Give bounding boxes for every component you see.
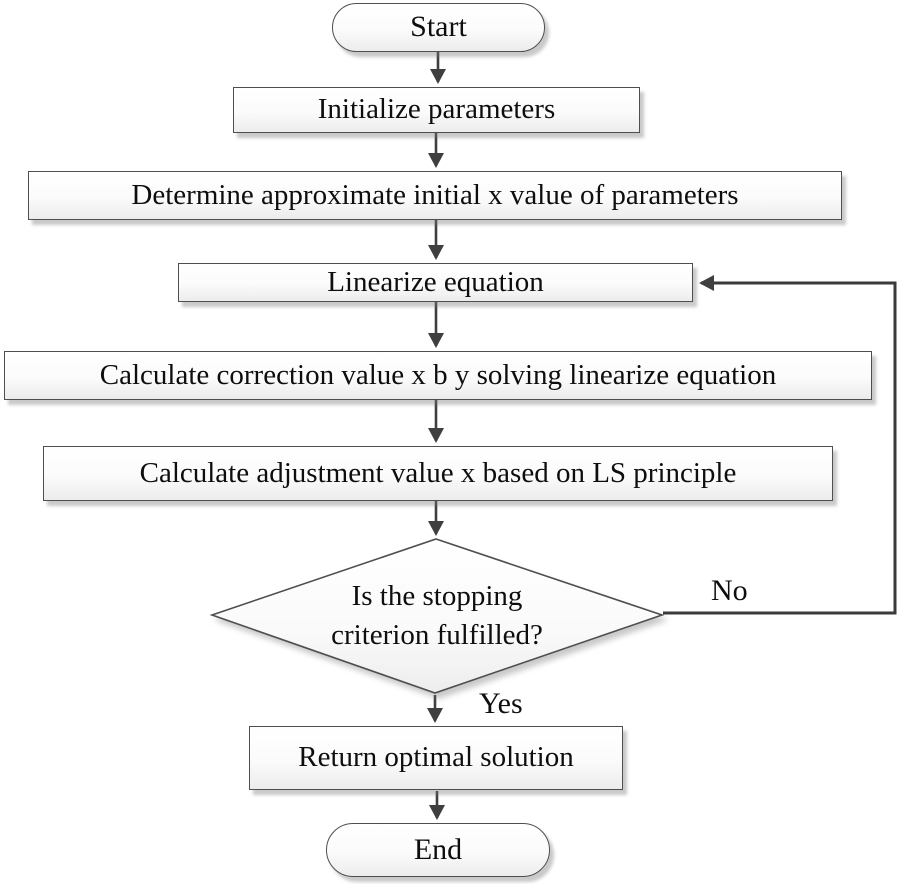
node-return-optimal-solution: Return optimal solution	[249, 726, 623, 790]
node-decision-stopping-criterion: Is the stopping criterion fulfilled?	[208, 535, 666, 697]
node-linearize-equation: Linearize equation	[178, 263, 693, 302]
node-linearize-equation-label: Linearize equation	[327, 265, 544, 298]
node-calculate-correction-value: Calculate correction value x b y solving…	[4, 351, 872, 400]
decision-question-line2: criterion fulfilled?	[331, 619, 543, 651]
node-initialize-parameters: Initialize parameters	[233, 87, 640, 133]
node-calculate-correction-value-label: Calculate correction value x b y solving…	[99, 358, 777, 391]
branch-label-no: No	[711, 574, 748, 607]
node-start: Start	[332, 3, 545, 52]
decision-question-text: Is the stopping criterion fulfilled?	[208, 535, 666, 697]
node-determine-initial-value: Determine approximate initial x value of…	[28, 171, 842, 220]
decision-diamond-shape	[209, 538, 665, 694]
node-initialize-parameters-label: Initialize parameters	[317, 93, 556, 126]
branch-label-yes: Yes	[479, 687, 523, 720]
node-calculate-adjustment-value-label: Calculate adjustment value x based on LS…	[139, 456, 737, 489]
node-end: End	[326, 823, 550, 877]
node-start-label: Start	[410, 10, 467, 44]
node-determine-initial-value-label: Determine approximate initial x value of…	[131, 178, 739, 211]
node-return-optimal-solution-label: Return optimal solution	[298, 741, 574, 774]
node-end-label: End	[413, 832, 463, 866]
node-calculate-adjustment-value: Calculate adjustment value x based on LS…	[43, 446, 833, 501]
decision-question-line1: Is the stopping	[351, 579, 523, 612]
